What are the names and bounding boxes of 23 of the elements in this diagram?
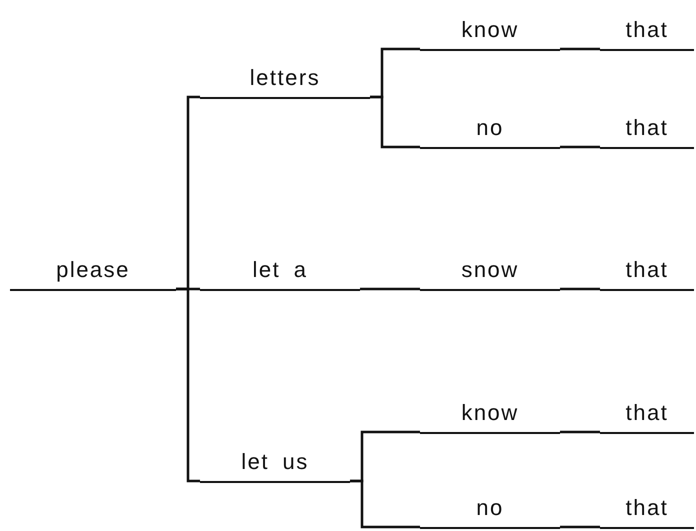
tree-line <box>560 48 600 50</box>
branch-word: let us <box>200 449 350 483</box>
branch-word: snow <box>420 257 560 291</box>
tree-line <box>176 288 200 482</box>
tree-line <box>560 288 600 290</box>
branch-word: that <box>600 257 694 291</box>
branch-word: let a <box>200 257 360 291</box>
tree-line <box>360 288 420 290</box>
tree-line <box>350 480 420 528</box>
branch-word: no <box>420 495 560 529</box>
branch-word: know <box>420 17 560 51</box>
tree-line <box>560 526 600 528</box>
tree-line <box>560 146 600 148</box>
branch-word: that <box>600 115 694 149</box>
tree-line <box>560 430 600 434</box>
branch-word: please <box>10 257 176 291</box>
tree-line <box>370 96 420 148</box>
branch-word: letters <box>200 65 370 99</box>
branch-word: no <box>420 115 560 149</box>
branch-word: know <box>420 400 560 434</box>
branch-word: that <box>600 495 694 529</box>
branch-word: that <box>600 400 694 434</box>
branch-word: that <box>600 17 694 51</box>
